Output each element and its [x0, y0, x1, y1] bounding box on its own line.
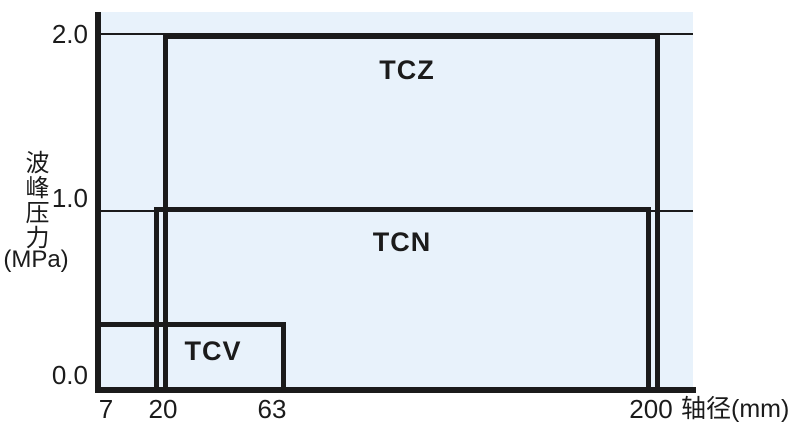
x-tick-label-200: 200 [629, 394, 673, 424]
x-tick-label-20: 20 [148, 394, 178, 424]
x-tick-label-63: 63 [257, 394, 287, 424]
y-tick-label-0.0: 0.0 [51, 360, 88, 390]
region-box-tcn [153, 206, 651, 392]
region-label-tcz: TCZ [379, 55, 435, 85]
gridline-2.0 [101, 32, 693, 35]
region-label-tcv: TCV [184, 336, 242, 366]
x-axis-line [95, 387, 696, 393]
x-axis-title: 轴径(mm) [681, 395, 790, 423]
region-label-tcn: TCN [372, 227, 432, 257]
y-axis-unit-label: (MPa) [3, 246, 69, 273]
y-axis-title: 波峰压力 [21, 150, 48, 250]
y-tick-label-2.0: 2.0 [51, 19, 88, 49]
y-tick-label-1.0: 1.0 [51, 183, 88, 213]
y-axis-line [95, 12, 101, 393]
region-box-tcz [162, 34, 660, 392]
x-tick-label-7: 7 [98, 394, 114, 424]
